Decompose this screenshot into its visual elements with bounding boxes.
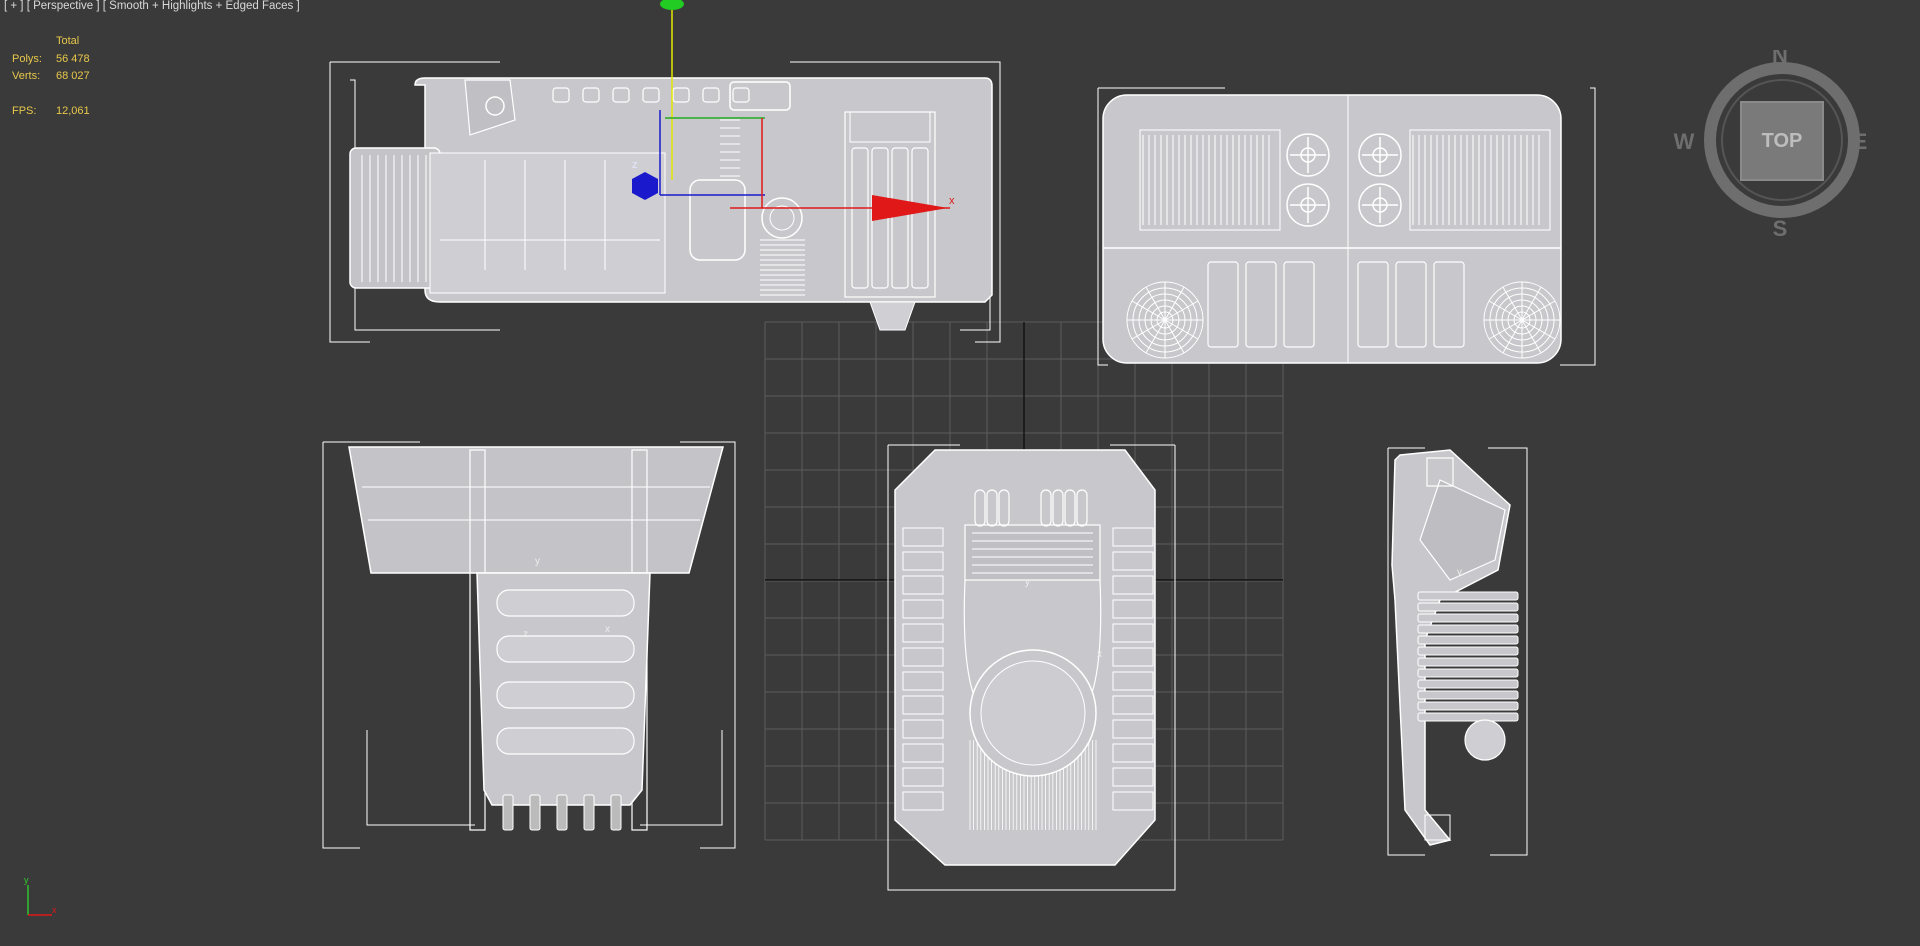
world-axis-tripod: y x <box>24 875 57 916</box>
viewport-view-menu[interactable]: [ Perspective ] <box>26 0 100 12</box>
viewcube-face-top[interactable] <box>1740 101 1824 181</box>
polys-label: Polys: <box>12 52 42 65</box>
svg-text:y: y <box>1457 567 1462 578</box>
viewcube-face-label: TOP <box>1762 130 1803 152</box>
compass-south[interactable]: S <box>1773 216 1788 240</box>
polys-value: 56 478 <box>56 52 90 65</box>
svg-text:y: y <box>1025 577 1030 588</box>
mesh-narrow-view[interactable]: y <box>1387 447 1528 856</box>
svg-text:x: x <box>605 624 610 635</box>
gizmo-x-label: x <box>949 195 955 207</box>
verts-value: 68 027 <box>56 70 90 82</box>
gizmo-z-label: z <box>632 159 638 171</box>
mesh-front-view[interactable] <box>1097 87 1596 366</box>
viewcube[interactable]: TOP N S E W <box>1670 50 1870 240</box>
home-grid <box>764 321 1284 841</box>
viewport-plus-menu[interactable]: [ + ] <box>4 0 24 12</box>
viewcube-compass-ring[interactable] <box>1704 62 1860 218</box>
compass-east[interactable]: E <box>1853 129 1868 154</box>
svg-text:y: y <box>535 556 540 567</box>
mesh-top-view[interactable]: y x <box>887 444 1176 891</box>
svg-text:z: z <box>523 629 528 640</box>
viewport-shading-menu[interactable]: [ Smooth + Highlights + Edged Faces ] <box>102 0 300 12</box>
verts-label: Verts: <box>12 70 41 82</box>
tripod-x-label: x <box>52 905 57 915</box>
viewport-label: [ + ] [ Perspective ] [ Smooth + Highlig… <box>4 0 300 12</box>
compass-north[interactable]: N <box>1772 50 1788 68</box>
statistics-overlay: Total Polys: 56 478 Verts: 68 027 FPS: 12,0… <box>12 33 90 120</box>
mesh-hopper-view[interactable]: y z x <box>322 441 736 849</box>
svg-text:x: x <box>1097 649 1102 660</box>
fps-value: 12,061 <box>56 104 90 117</box>
compass-west[interactable]: W <box>1674 129 1695 154</box>
stats-total-label: Total <box>56 35 80 47</box>
tripod-y-label: y <box>24 875 29 885</box>
fps-label: FPS: <box>12 104 37 117</box>
transform-gizmo[interactable]: x z <box>632 0 955 221</box>
